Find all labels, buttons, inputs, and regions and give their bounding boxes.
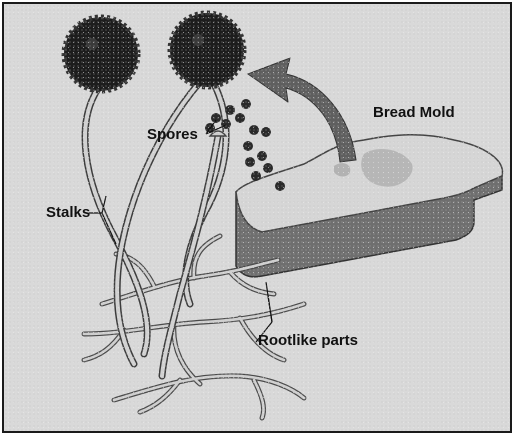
rootlike-parts-label: Rootlike parts (258, 332, 358, 349)
sporangium-left (64, 17, 138, 91)
sporangium-right (170, 13, 244, 87)
curved-arrow (248, 58, 356, 162)
bread-mold-label: Bread Mold (373, 104, 455, 121)
bread-slice (236, 135, 502, 277)
stalks-label: Stalks (46, 204, 90, 221)
spores-label: Spores (147, 126, 198, 143)
mold-patch (334, 163, 350, 176)
